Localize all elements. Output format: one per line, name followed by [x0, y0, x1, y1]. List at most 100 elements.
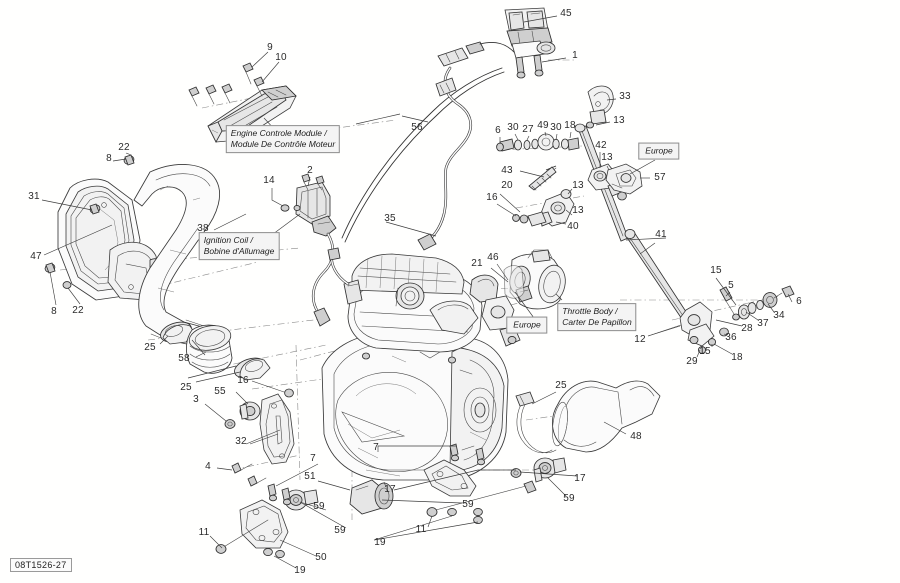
part-name-label-europe-right: Europe: [638, 142, 680, 160]
callout-number: 57: [654, 172, 666, 183]
callout-number: 34: [773, 310, 785, 321]
callout-number: 46: [487, 252, 499, 263]
callout-number: 6: [796, 296, 802, 307]
bracket-57: [605, 163, 643, 195]
callout-number: 7: [373, 442, 379, 453]
ignition-coil-assembly: [264, 173, 337, 327]
callout-number: 15: [710, 265, 722, 276]
callout-number: 16: [237, 375, 249, 386]
callout-number: 32: [235, 436, 247, 447]
callout-number: 8: [106, 153, 112, 164]
part-name-label-ecm: Engine Controle Module / Module De Contr…: [225, 125, 341, 153]
callout-number: 13: [613, 115, 625, 126]
part-name-label-coil: Ignition Coil / Bobine d'Allumage: [198, 232, 280, 260]
ecm-screws: [188, 62, 265, 107]
boot-lower: [234, 357, 271, 381]
callout-leaders: [187, 221, 667, 445]
air-filter-group: [159, 321, 271, 383]
callout-number: 22: [72, 305, 84, 316]
ecm-body: [207, 85, 297, 143]
callout-number: 19: [294, 565, 306, 576]
intake-snorkel-assembly: [515, 380, 661, 453]
lower-ball-joint: [512, 189, 575, 227]
callout-number: 17: [384, 484, 396, 495]
engine-assembly: [321, 247, 521, 481]
callout-number: 5: [728, 280, 734, 291]
callout-number: 11: [415, 524, 427, 535]
callout-number: 59: [334, 525, 346, 536]
left-cover-bolts: [44, 154, 135, 289]
callout-number: 4: [205, 461, 211, 472]
callout-number: 59: [313, 501, 325, 512]
callout-number: 6: [495, 125, 501, 136]
callout-number: 50: [315, 552, 327, 563]
callout-number: 13: [572, 205, 584, 216]
callout-number: 15: [699, 346, 711, 357]
callout-number: 36: [725, 332, 737, 343]
callout-number: 25: [555, 380, 567, 391]
part-name-label-europe-left: Europe: [506, 316, 548, 334]
callout-number: 2: [307, 165, 313, 176]
drawing-number: 08T1526-27: [10, 558, 72, 572]
washer-stack: [496, 133, 580, 152]
callout-number: 25: [144, 342, 156, 353]
callout-number: 43: [501, 165, 513, 176]
callout-number: 45: [560, 8, 572, 19]
callout-number: 25: [180, 382, 192, 393]
cable-end-33: [585, 85, 614, 129]
callout-number: 9: [267, 42, 273, 53]
callout-number: 35: [384, 213, 396, 224]
damper-59-center: [349, 479, 394, 515]
boot-upper: [160, 321, 195, 345]
air-filter-58: [185, 324, 233, 374]
callout-number: 13: [601, 152, 613, 163]
callout-number: 42: [595, 140, 607, 151]
callout-number: 12: [634, 334, 646, 345]
callout-number: 58: [178, 353, 190, 364]
callout-number: 13: [572, 180, 584, 191]
callout-number: 20: [501, 180, 513, 191]
callout-number: 1: [572, 50, 578, 61]
callout-number: 55: [214, 386, 226, 397]
callout-number: 14: [263, 175, 275, 186]
callout-number: 11: [198, 527, 210, 538]
callout-number: 16: [486, 192, 498, 203]
callout-number: 28: [741, 323, 753, 334]
callout-number: 18: [564, 120, 576, 131]
damper-59-left: [284, 489, 319, 511]
throttle-body-assembly: [490, 249, 566, 319]
callout-number: 38: [197, 223, 209, 234]
callout-number: 31: [28, 191, 40, 202]
callout-number: 10: [275, 52, 287, 63]
callout-number: 30: [550, 122, 562, 133]
callout-number: 49: [537, 120, 549, 131]
callout-number: 56: [411, 122, 423, 133]
part-name-label-throttle: Throttle Body / Carter De Papillon: [557, 303, 637, 331]
top-sensor-module: [504, 7, 567, 79]
callout-number: 8: [51, 306, 57, 317]
engine-control-module-assembly: [188, 51, 297, 143]
callout-number: 22: [118, 142, 130, 153]
callout-number: 7: [310, 453, 316, 464]
callout-number: 48: [630, 431, 642, 442]
callout-number: 18: [731, 352, 743, 363]
damper-59-right: [533, 457, 567, 483]
mount-hardware-bottom: [209, 443, 578, 569]
callout-number: 17: [574, 473, 586, 484]
right-lever-assembly: [647, 277, 795, 358]
linkage-rod-group: [496, 85, 656, 242]
callout-number: 37: [757, 318, 769, 329]
callout-number: 33: [619, 91, 631, 102]
spring-rod: [528, 166, 557, 191]
callout-number: 30: [507, 122, 519, 133]
callout-number: 27: [522, 124, 534, 135]
callout-number: 21: [471, 258, 483, 269]
callout-number: 59: [563, 493, 575, 504]
callout-number: 41: [655, 229, 667, 240]
throttle-cable-assembly: [341, 41, 515, 251]
callout-number: 19: [374, 537, 386, 548]
callout-number: 29: [686, 356, 698, 367]
callout-number: 3: [193, 394, 199, 405]
